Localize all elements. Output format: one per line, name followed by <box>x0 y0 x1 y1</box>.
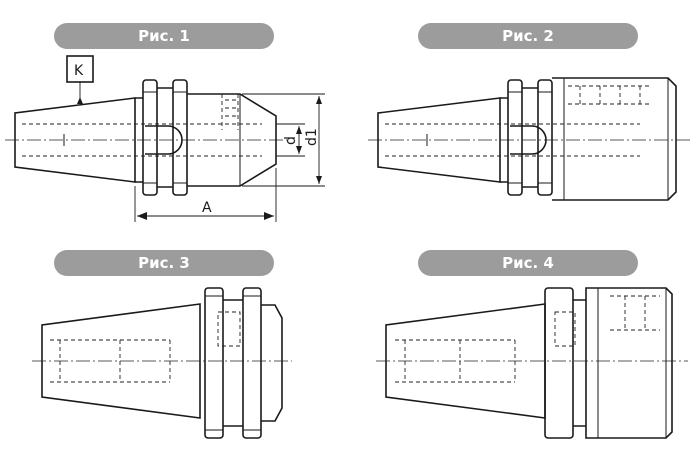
fig4-flange <box>544 287 574 439</box>
fig3-nose <box>261 304 283 422</box>
fig1-dim-d1-label: d1 <box>304 128 320 146</box>
figure-2-drawing <box>368 77 690 201</box>
figure-1-drawing: K A d d1 <box>5 55 325 222</box>
figure-4-caption: Рис. 4 <box>418 250 638 276</box>
fig2-flange-left <box>507 79 523 196</box>
figure-2-caption: Рис. 2 <box>418 23 638 49</box>
fig1-dim-a-label: A <box>202 200 212 216</box>
figure-3-drawing <box>32 287 292 439</box>
fig1-mark-label: K <box>74 63 84 79</box>
fig3-flange-left <box>204 287 224 439</box>
fig2-flange-right <box>537 79 553 196</box>
fig1-flange-left <box>142 79 158 196</box>
figure-3-caption: Рис. 3 <box>54 250 274 276</box>
figure-4-drawing <box>376 287 688 439</box>
fig1-flange-right <box>172 79 188 196</box>
figure-1-caption: Рис. 1 <box>54 23 274 49</box>
fig1-dim-d-label: d <box>283 136 299 145</box>
fig3-taper <box>41 303 201 419</box>
fig3-flange-right <box>242 287 262 439</box>
fig4-body <box>585 287 673 439</box>
fig2-body <box>552 77 677 201</box>
